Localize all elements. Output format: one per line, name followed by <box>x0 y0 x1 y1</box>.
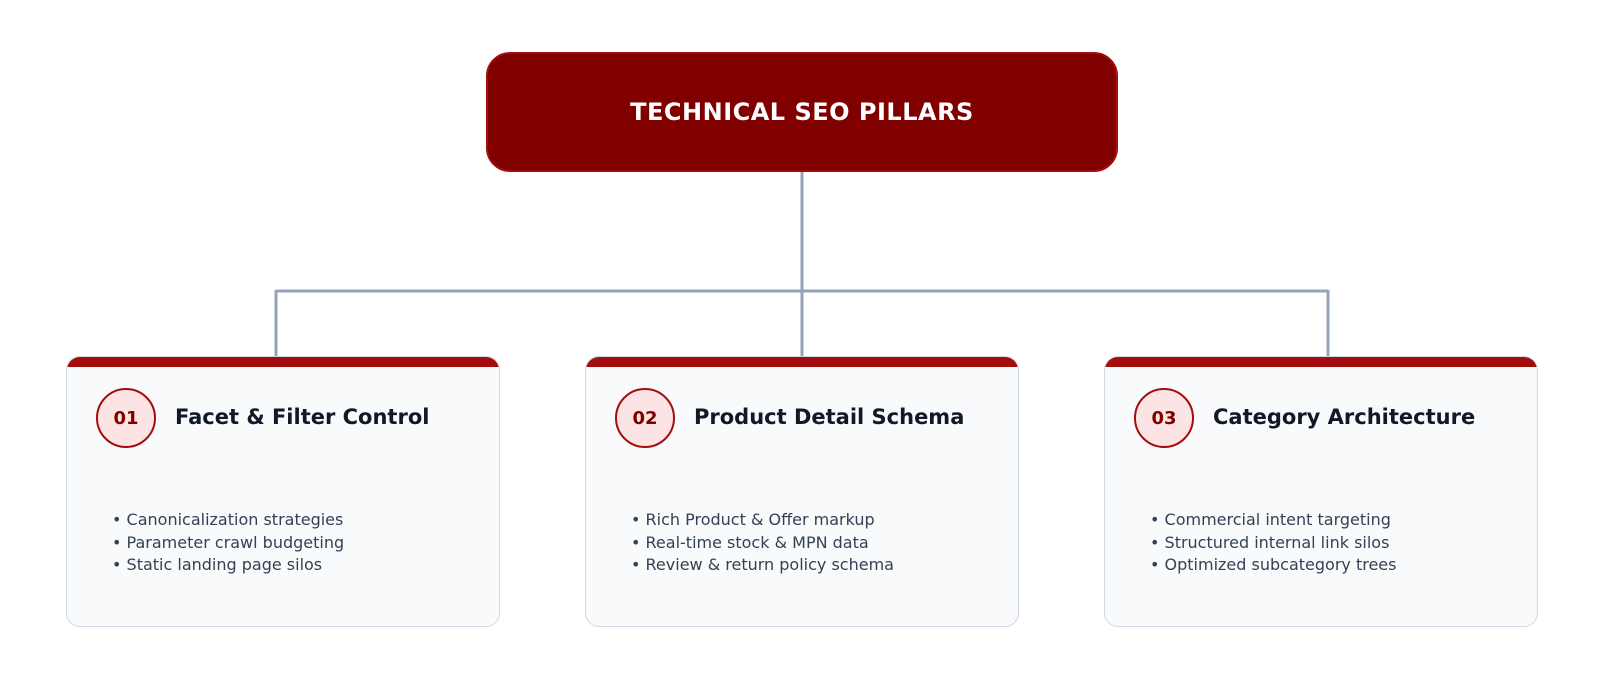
pillar-point-list: Commercial intent targeting Structured i… <box>1150 509 1397 577</box>
pillar-point: Static landing page silos <box>112 554 344 577</box>
pillar-point: Canonicalization strategies <box>112 509 344 532</box>
pillar-title: Category Architecture <box>1213 405 1476 429</box>
pillar-number-badge: 01 <box>96 388 156 448</box>
pillar-point: Real-time stock & MPN data <box>631 532 894 555</box>
card-accent-bar <box>67 357 499 367</box>
pillar-point: Parameter crawl budgeting <box>112 532 345 555</box>
pillar-number-badge: 02 <box>615 388 675 448</box>
card-accent-bar <box>586 357 1018 367</box>
pillar-point-list: Rich Product & Offer markup Real-time st… <box>631 509 894 577</box>
pillar-point: Commercial intent targeting <box>1150 509 1396 532</box>
pillar-number-badge: 03 <box>1134 388 1194 448</box>
pillar-card-facet-filter: 01 Facet & Filter Control Canonicalizati… <box>66 356 500 627</box>
pillar-point: Structured internal link silos <box>1150 532 1396 555</box>
card-accent-bar <box>1105 357 1537 367</box>
pillar-card-category-architecture: 03 Category Architecture Commercial inte… <box>1104 356 1538 627</box>
pillar-point-list: Canonicalization strategies Parameter cr… <box>112 509 345 577</box>
root-title: TECHNICAL SEO PILLARS <box>630 98 974 126</box>
pillar-title: Product Detail Schema <box>694 405 965 429</box>
pillar-point: Optimized subcategory trees <box>1150 554 1397 577</box>
pillar-card-product-schema: 02 Product Detail Schema Rich Product & … <box>585 356 1019 627</box>
root-node: TECHNICAL SEO PILLARS <box>486 52 1118 172</box>
pillar-title: Facet & Filter Control <box>175 405 430 429</box>
pillar-point: Rich Product & Offer markup <box>631 509 894 532</box>
pillar-point: Review & return policy schema <box>631 554 894 577</box>
